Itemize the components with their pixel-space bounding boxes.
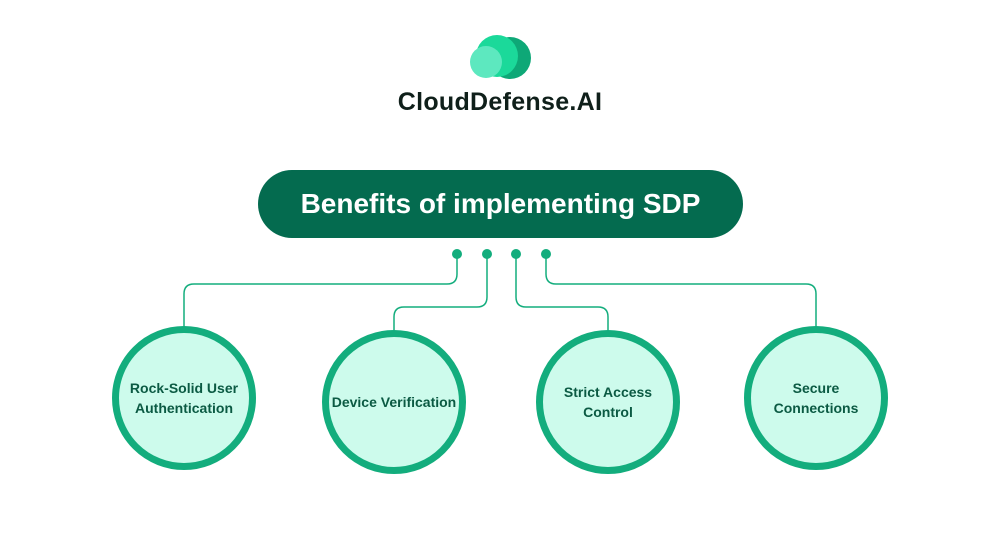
logo-icon	[470, 35, 531, 79]
connector-2	[393, 254, 488, 330]
benefit-label: Strict Access Control	[563, 384, 653, 420]
connector-dot	[482, 249, 492, 259]
benefit-circle: Secure Connections	[744, 326, 888, 470]
connector-3	[515, 254, 609, 330]
connector-dot	[452, 249, 462, 259]
benefit-circle: Rock-Solid User Authentication	[112, 326, 256, 470]
brand-name: CloudDefense.AI	[397, 88, 603, 116]
connector-dot	[541, 249, 551, 259]
benefit-label: Secure Connections	[773, 380, 859, 416]
connector-dot	[511, 249, 521, 259]
benefit-circle: Strict Access Control	[536, 330, 680, 474]
benefit-label: Device Verification	[331, 394, 457, 410]
connector-4	[545, 254, 817, 327]
benefit-label: Rock-Solid User Authentication	[129, 380, 239, 416]
benefit-circle: Device Verification	[322, 330, 466, 474]
connector-1	[183, 254, 458, 327]
title-pill: Benefits of implementing SDP	[258, 170, 743, 238]
